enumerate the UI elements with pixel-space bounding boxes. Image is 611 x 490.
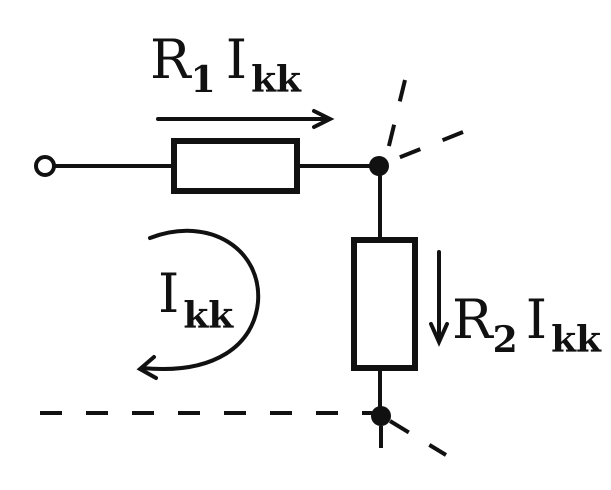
dash-bottom-right xyxy=(388,419,448,457)
resistor-r1 xyxy=(171,138,300,194)
loop-current-symbol: I xyxy=(158,262,179,325)
ikk-top-symbol: I xyxy=(226,28,247,91)
ikk-side-subscript: kk xyxy=(551,319,602,361)
input-terminal xyxy=(34,155,56,177)
r1-subscript: 1 xyxy=(191,59,216,101)
arrow-r1-voltage xyxy=(156,109,335,129)
loop-current-arrow xyxy=(136,228,261,380)
ikk-top-subscript: kk xyxy=(251,59,302,101)
dash-top-right xyxy=(387,130,464,164)
node-top xyxy=(369,156,389,176)
arrow-r2-voltage xyxy=(429,250,449,347)
r2-subscript: 2 xyxy=(493,319,518,361)
dash-top-up xyxy=(384,79,407,159)
ikk-side-symbol: I xyxy=(526,288,547,351)
r1-symbol: R xyxy=(150,28,192,91)
resistor-r2 xyxy=(351,237,418,371)
node-bottom xyxy=(371,406,391,426)
r2-symbol: R xyxy=(452,288,494,351)
loop-current-subscript: kk xyxy=(183,295,234,337)
